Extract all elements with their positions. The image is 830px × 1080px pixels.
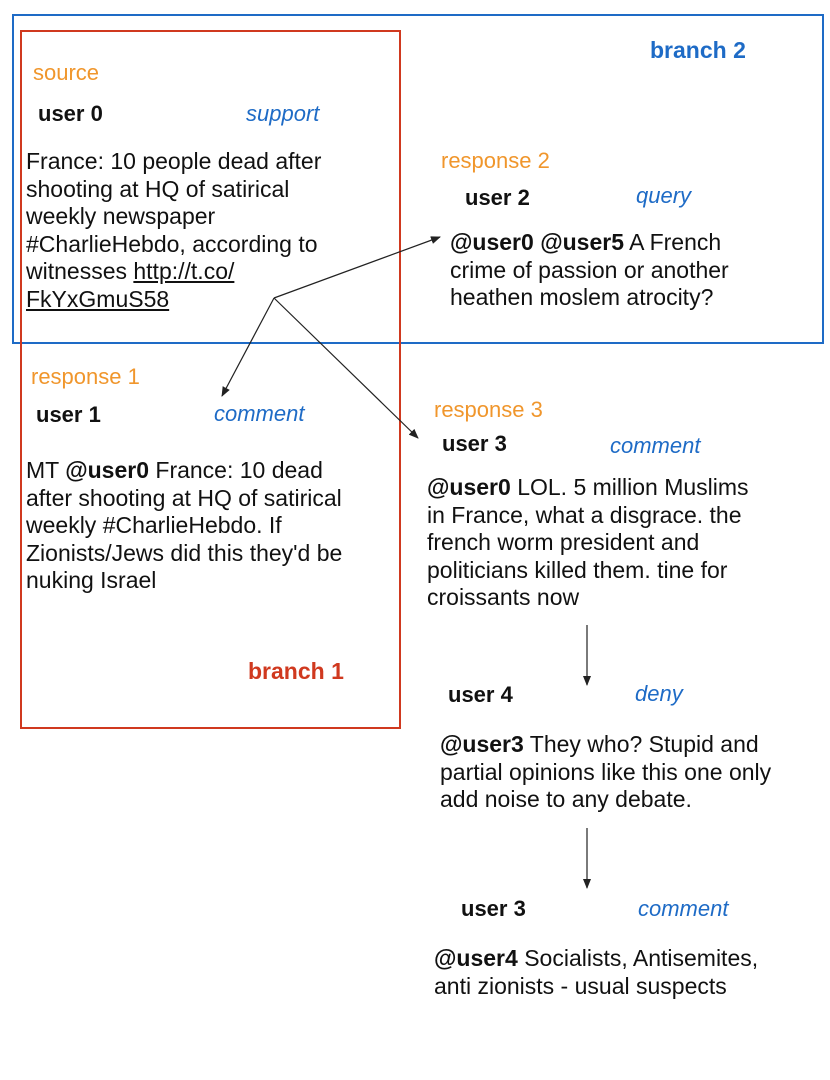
source-line-6: FkYxGmuS58 [26,286,321,314]
response-2-section-label: response 2 [441,148,550,173]
response-3-tweet-text: @user0 LOL. 5 million Muslims in France,… [427,474,749,612]
response-2-line-2: crime of passion or another [450,256,729,283]
response-3-line-1: @user0 LOL. 5 million Muslims [427,474,749,502]
source-user: user 0 [38,101,103,126]
reply-4-stance: deny [635,681,683,706]
arrow-to-response-2 [273,236,441,299]
response-3-line-4: politicians killed them. tine for [427,556,728,583]
response-1-line-1: MT @user0 France: 10 dead [26,457,342,485]
branch-1-box [20,30,401,729]
response-1-line-4: Zionists/Jews did this they'd be [26,539,343,566]
reply-4-line-1: @user3 They who? Stupid and [440,731,771,759]
response-3-line-5: croissants now [427,584,580,610]
response-3-stance: comment [610,433,701,458]
source-line-2: shooting at HQ of satirical [26,175,290,202]
source-line-5: witnesses http://t.co/ [26,258,321,286]
reply-4-line-1-rest: They who? Stupid and [523,731,759,757]
source-line-5-text: witnesses [26,258,134,284]
response-3-line-2: in France, what a disgrace. the [427,501,742,528]
reply-4-line-3: add noise to any debate. [440,786,692,812]
response-1-prefix: MT [26,457,66,483]
source-line-1: France: 10 people dead after [26,148,322,174]
reply-5-tweet-text: @user4 Socialists, Antisemites, anti zio… [434,945,758,1000]
response-1-line-2: after shooting at HQ of satirical [26,484,342,511]
response-3-line-3: french worm president and [427,529,700,555]
response-3-mention: @user0 [427,474,511,500]
reply-5-line-1-rest: Socialists, Antisemites, [517,945,759,971]
response-1-user: user 1 [36,402,101,427]
arrow-to-response-3 [273,297,419,439]
response-2-mentions: @user0 @user5 [450,229,624,255]
reply-4-line-2: partial opinions like this one only [440,758,772,785]
source-link-part-1[interactable]: http://t.co/ [133,258,235,284]
arrow-to-response-1 [221,297,275,397]
response-1-section-label: response 1 [31,364,140,389]
reply-4-tweet-text: @user3 They who? Stupid and partial opin… [440,731,771,814]
response-1-line-3: weekly #CharlieHebdo. If [26,512,282,538]
response-1-line-1-rest: France: 10 dead [149,457,323,483]
response-3-line-1-rest: LOL. 5 million Muslims [510,474,749,500]
reply-4-mention: @user3 [440,731,524,757]
source-line-3: weekly newspaper [26,203,216,229]
source-line-4: #CharlieHebdo, according to [26,230,318,257]
branch-2-label: branch 2 [650,37,746,63]
reply-4-user: user 4 [448,682,513,707]
response-2-line-1-rest: A French [624,229,722,255]
reply-5-user: user 3 [461,896,526,921]
reply-5-mention: @user4 [434,945,518,971]
source-section-label: source [33,60,100,85]
reply-5-stance: comment [638,896,729,921]
response-1-line-5: nuking Israel [26,567,157,593]
reply-5-line-1: @user4 Socialists, Antisemites, [434,945,758,973]
response-2-line-1: @user0 @user5 A French [450,229,729,257]
response-3-user: user 3 [442,431,507,456]
source-link-part-2[interactable]: FkYxGmuS58 [26,285,170,312]
response-2-line-3: heathen moslem atrocity? [450,284,714,310]
source-stance: support [246,101,320,126]
response-2-user: user 2 [465,185,530,210]
branch-1-label: branch 1 [248,658,344,684]
response-1-tweet-text: MT @user0 France: 10 dead after shooting… [26,457,342,595]
response-3-section-label: response 3 [434,397,543,422]
source-tweet-text: France: 10 people dead after shooting at… [26,148,321,313]
reply-5-line-2: anti zionists - usual suspects [434,972,727,999]
response-1-stance: comment [214,401,305,426]
response-2-tweet-text: @user0 @user5 A French crime of passion … [450,229,729,312]
response-2-stance: query [636,183,692,208]
branch-2-box [12,14,824,344]
response-1-mention: @user0 [65,457,149,483]
